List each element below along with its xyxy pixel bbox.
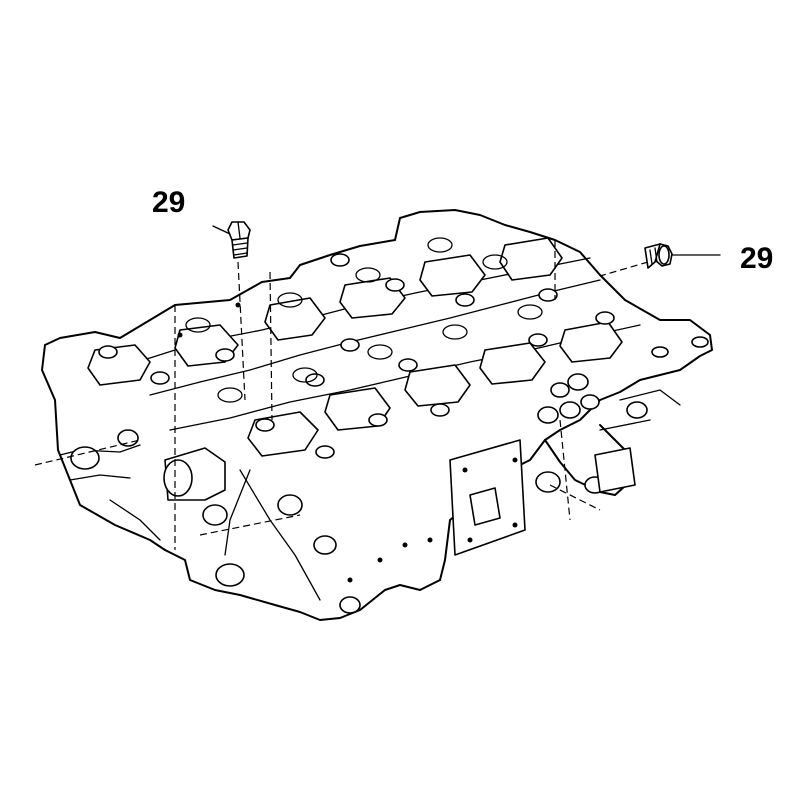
front-face-holes <box>177 302 518 583</box>
callout-label-29-right: 29 <box>740 242 773 275</box>
lifter-bores <box>185 237 543 403</box>
callout-label-29-top-left: 29 <box>152 186 185 219</box>
plug-top-left <box>227 221 251 259</box>
left-end-details <box>59 429 361 614</box>
bolt-bosses <box>98 253 709 459</box>
right-side-ports <box>449 373 681 556</box>
cylinder-head-body <box>41 209 713 621</box>
assembly-centerlines <box>34 240 649 550</box>
plug-right <box>644 243 673 269</box>
leader-line-top-left <box>212 225 231 235</box>
